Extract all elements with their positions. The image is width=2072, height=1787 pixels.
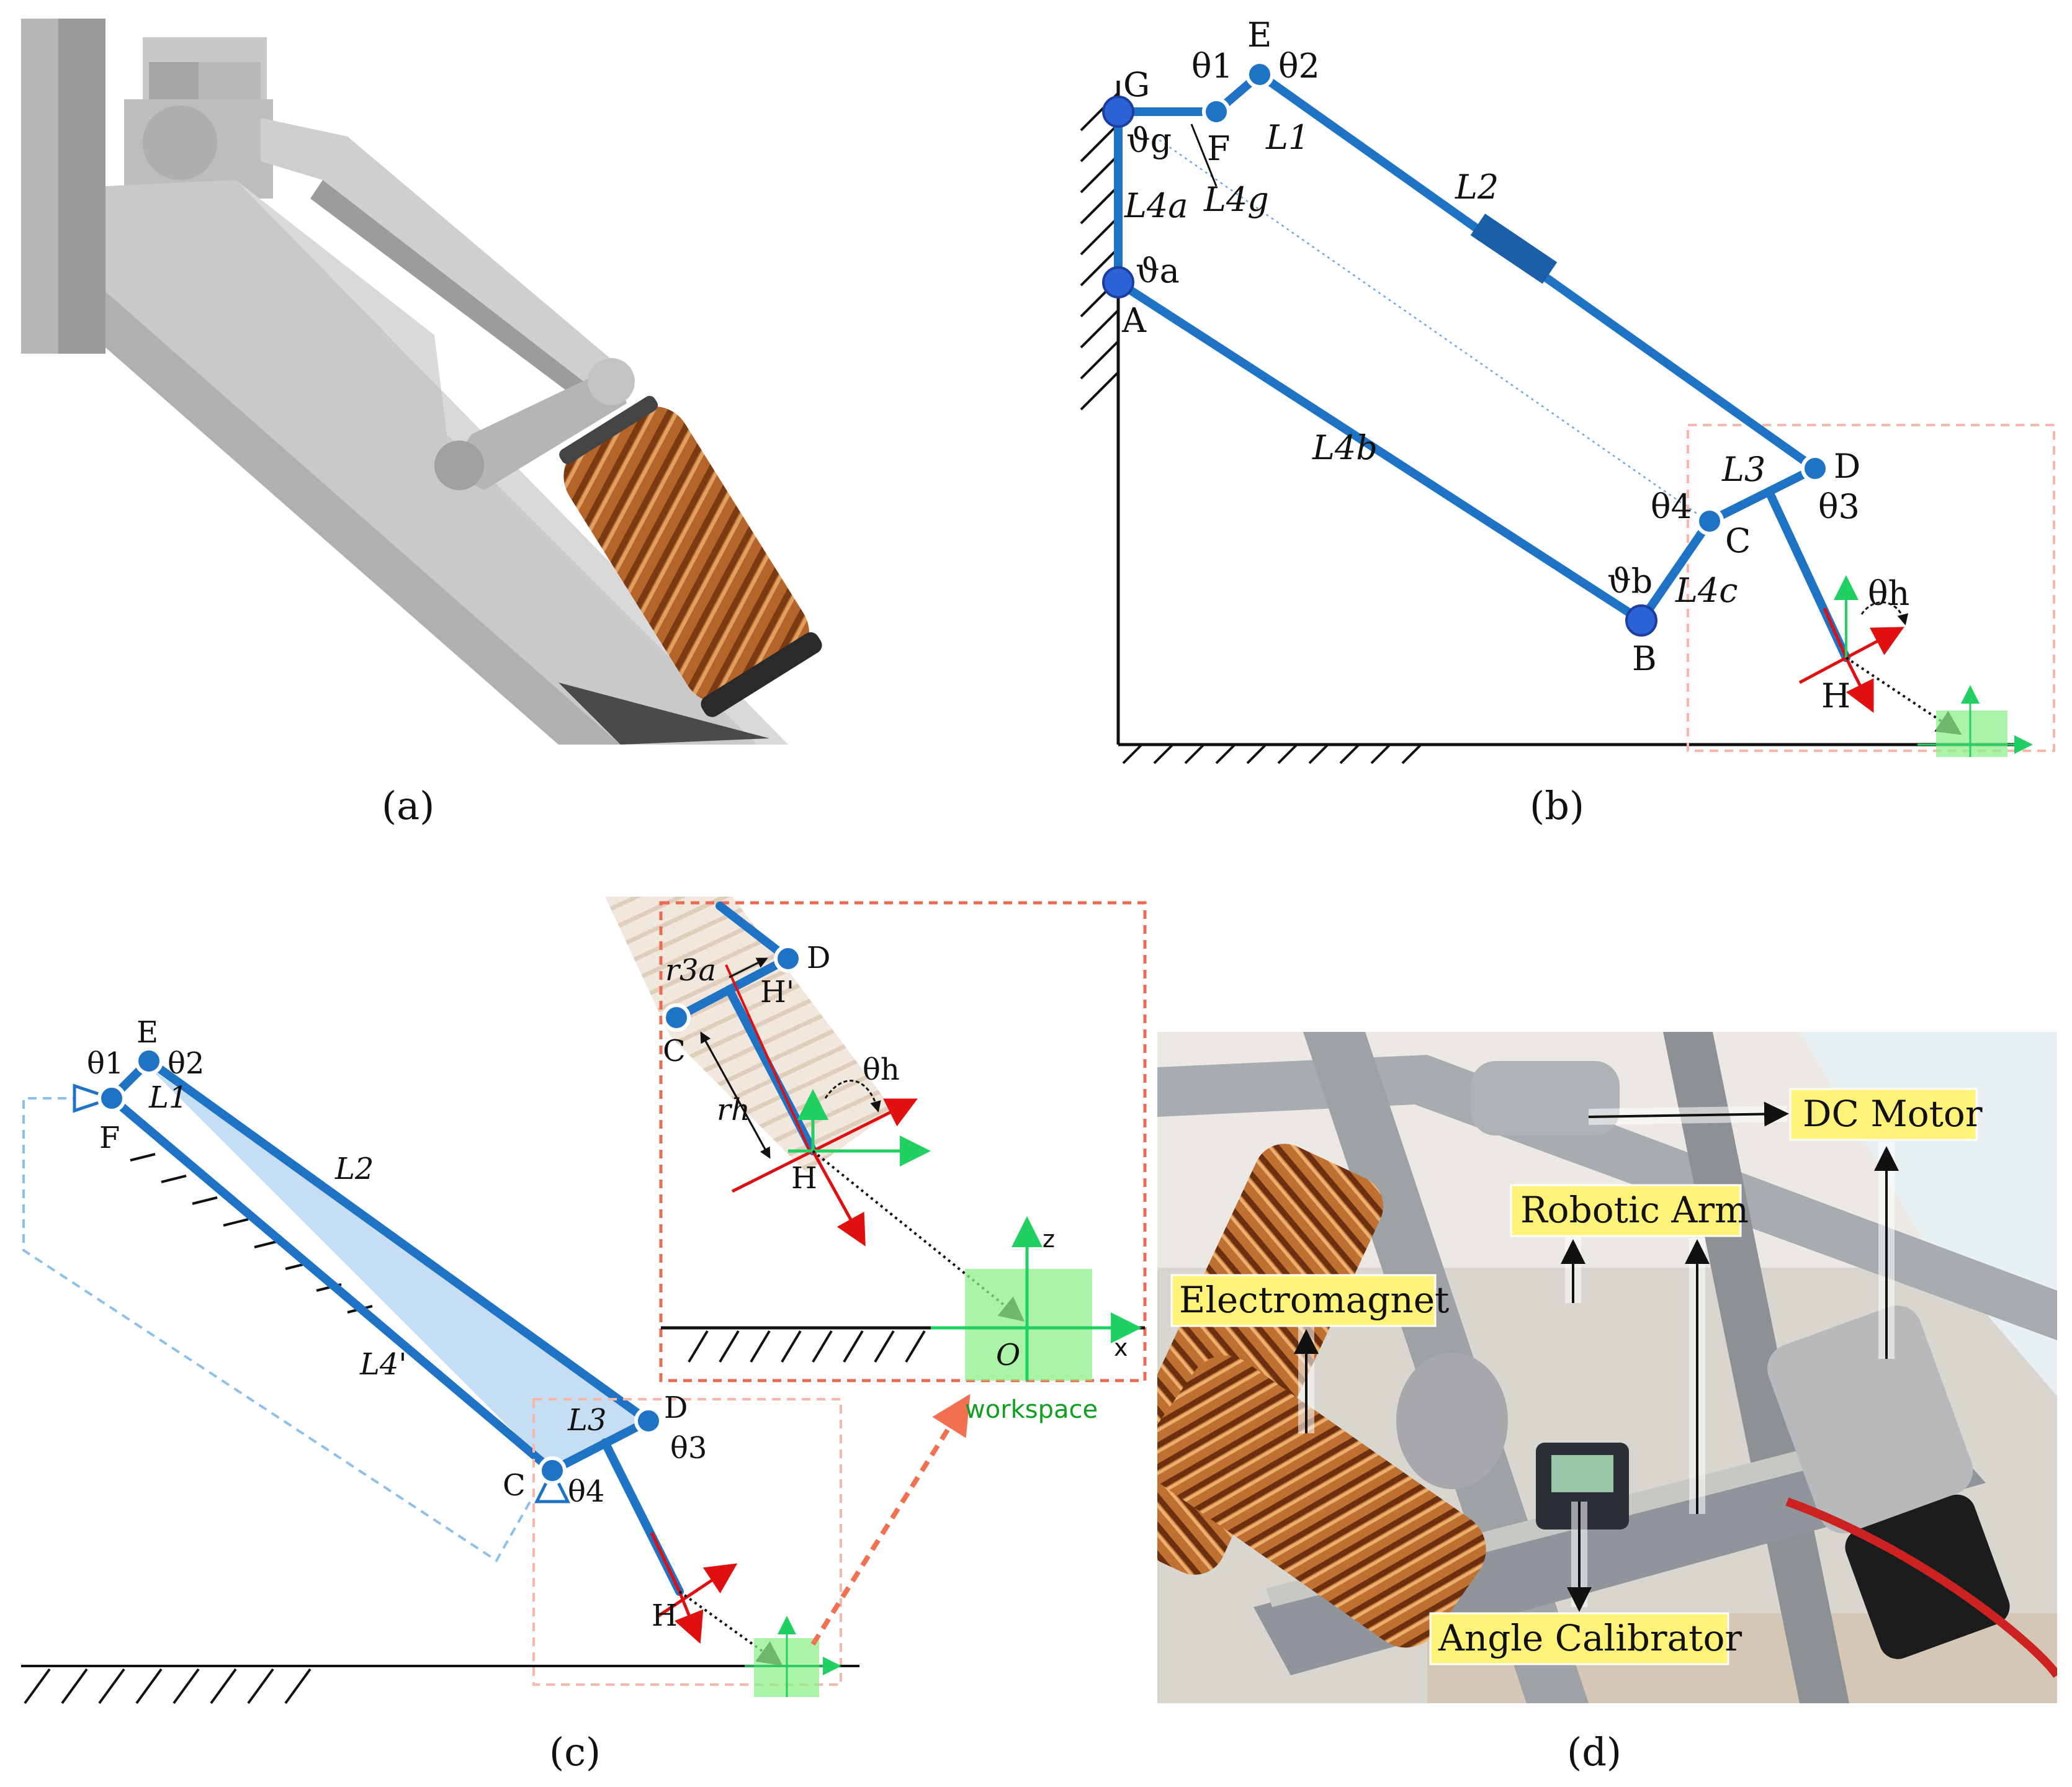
panel-d-photo: DC Motor Robotic Arm Electromagnet Angle…: [1157, 1032, 2057, 1703]
link-L4p: [107, 1094, 557, 1475]
joint-D: [1801, 454, 1829, 483]
joint-F: [1202, 97, 1231, 126]
label-x: x: [1114, 1334, 1128, 1361]
upper-rod: [261, 118, 627, 391]
workspace-b: [1917, 685, 2033, 757]
label-thetah-c: θh: [863, 1052, 900, 1087]
pivot-F: [73, 1083, 117, 1113]
zoom-arrow: [810, 1394, 971, 1646]
label-H-c: H: [652, 1598, 678, 1633]
label-H: H: [1821, 676, 1850, 715]
joint-G: [1102, 96, 1134, 128]
label-theta3-c: θ3: [670, 1431, 707, 1466]
hatch-floor-b: [1122, 743, 1422, 764]
label-r3a: r3a: [665, 953, 716, 988]
label-L4c: L4c: [1675, 571, 1738, 610]
svg-text:DC Motor: DC Motor: [1803, 1093, 1983, 1135]
label-z: z: [1043, 1225, 1055, 1253]
svg-text:Robotic Arm: Robotic Arm: [1520, 1189, 1749, 1231]
joint-B: [1625, 604, 1657, 637]
label-D-c: D: [664, 1391, 688, 1425]
label-origin: O: [996, 1338, 1020, 1373]
caption-a: (a): [382, 783, 434, 828]
label-theta4-b: θ4: [1651, 487, 1692, 526]
label-L4g: L4g: [1203, 180, 1269, 219]
workspace-label: workspace: [965, 1395, 1098, 1424]
link-L4b: [1114, 278, 1646, 625]
label-D: D: [1834, 447, 1860, 486]
label-C2: C: [663, 1034, 686, 1068]
label-C-c: C: [503, 1468, 526, 1503]
svg-text:Angle Calibrator: Angle Calibrator: [1438, 1617, 1742, 1659]
label-F: F: [1207, 129, 1230, 168]
link-L4c: [1637, 517, 1714, 625]
label-E: E: [1247, 16, 1271, 55]
panel-a-render: [21, 19, 822, 751]
label-F-c: F: [99, 1121, 120, 1155]
tag-electromagnet: Electromagnet: [1170, 1274, 1449, 1327]
label-L3-c: L3: [567, 1403, 606, 1438]
label-Hp: H': [760, 975, 794, 1010]
label-C: C: [1725, 521, 1751, 560]
label-thetah-b: θh: [1868, 574, 1909, 613]
label-theta4-c: θ4: [568, 1474, 604, 1509]
caption-d: (d): [1567, 1729, 1621, 1775]
link-L3-c: [548, 1417, 653, 1475]
label-L3-b: L3: [1721, 450, 1765, 489]
short-arm: [447, 366, 627, 490]
actuator-block: [1470, 213, 1558, 284]
label-D2: D: [807, 941, 830, 975]
hatch-floor-c: [24, 1668, 312, 1704]
tag-angle-calibrator: Angle Calibrator: [1429, 1612, 1742, 1665]
label-E-c: E: [137, 1015, 158, 1050]
panel-b-diagram: G F E A B C D H θ1 θ2 θ3 θ4 θh ϑg ϑa ϑb …: [1080, 16, 2055, 764]
tag-robotic-arm: Robotic Arm: [1510, 1184, 1749, 1237]
label-B: B: [1632, 639, 1657, 678]
label-theta3-b: θ3: [1818, 487, 1860, 526]
label-L4b: L4b: [1312, 428, 1378, 467]
joint-E: [1245, 60, 1274, 89]
label-L1-c: L1: [148, 1080, 187, 1115]
triangle-shade: [149, 1067, 648, 1471]
zoom-inset: [605, 897, 1147, 1382]
label-L1-b: L1: [1265, 118, 1309, 157]
link-L2-c: [145, 1057, 653, 1425]
label-L2-c: L2: [334, 1152, 374, 1186]
label-L4a: L4a: [1124, 186, 1188, 225]
region-box-zoom: [659, 901, 1147, 1382]
hatch-wall-b: [1080, 92, 1119, 411]
caption-c: (c): [549, 1729, 601, 1775]
label-H2: H: [791, 1161, 817, 1196]
joint-A: [1102, 266, 1134, 298]
label-theta2-b: θ2: [1278, 47, 1320, 86]
label-vb: ϑb: [1607, 562, 1653, 601]
label-va: ϑa: [1136, 251, 1180, 290]
joints-b: [1102, 60, 1829, 637]
label-L4p: L4': [359, 1347, 407, 1382]
label-L2-b: L2: [1455, 168, 1499, 207]
label-theta2-c: θ2: [168, 1046, 204, 1081]
label-vg: ϑg: [1126, 121, 1172, 160]
label-rh: rh: [717, 1093, 750, 1127]
region-box-b: [1687, 424, 2055, 752]
tag-dc-motor: DC Motor: [1789, 1088, 1983, 1141]
label-G: G: [1123, 65, 1150, 104]
link-L3: [1705, 464, 1819, 526]
panel-c-diagram: E F C D H θ1 θ2 θ3 θ4 D H' C H θh L1 L2 …: [21, 897, 1147, 1704]
svg-text:Electromagnet: Electromagnet: [1179, 1279, 1449, 1321]
electromagnet-coil-a: [559, 395, 822, 717]
ground-outline-c: [22, 1097, 535, 1562]
caption-b: (b): [1530, 783, 1584, 828]
region-box-c: [532, 1398, 842, 1686]
label-A: A: [1121, 301, 1147, 340]
joint-C: [1695, 507, 1724, 535]
label-theta1-c: θ1: [87, 1046, 123, 1081]
label-theta1-b: θ1: [1191, 47, 1233, 86]
pivot-C: [534, 1467, 571, 1503]
